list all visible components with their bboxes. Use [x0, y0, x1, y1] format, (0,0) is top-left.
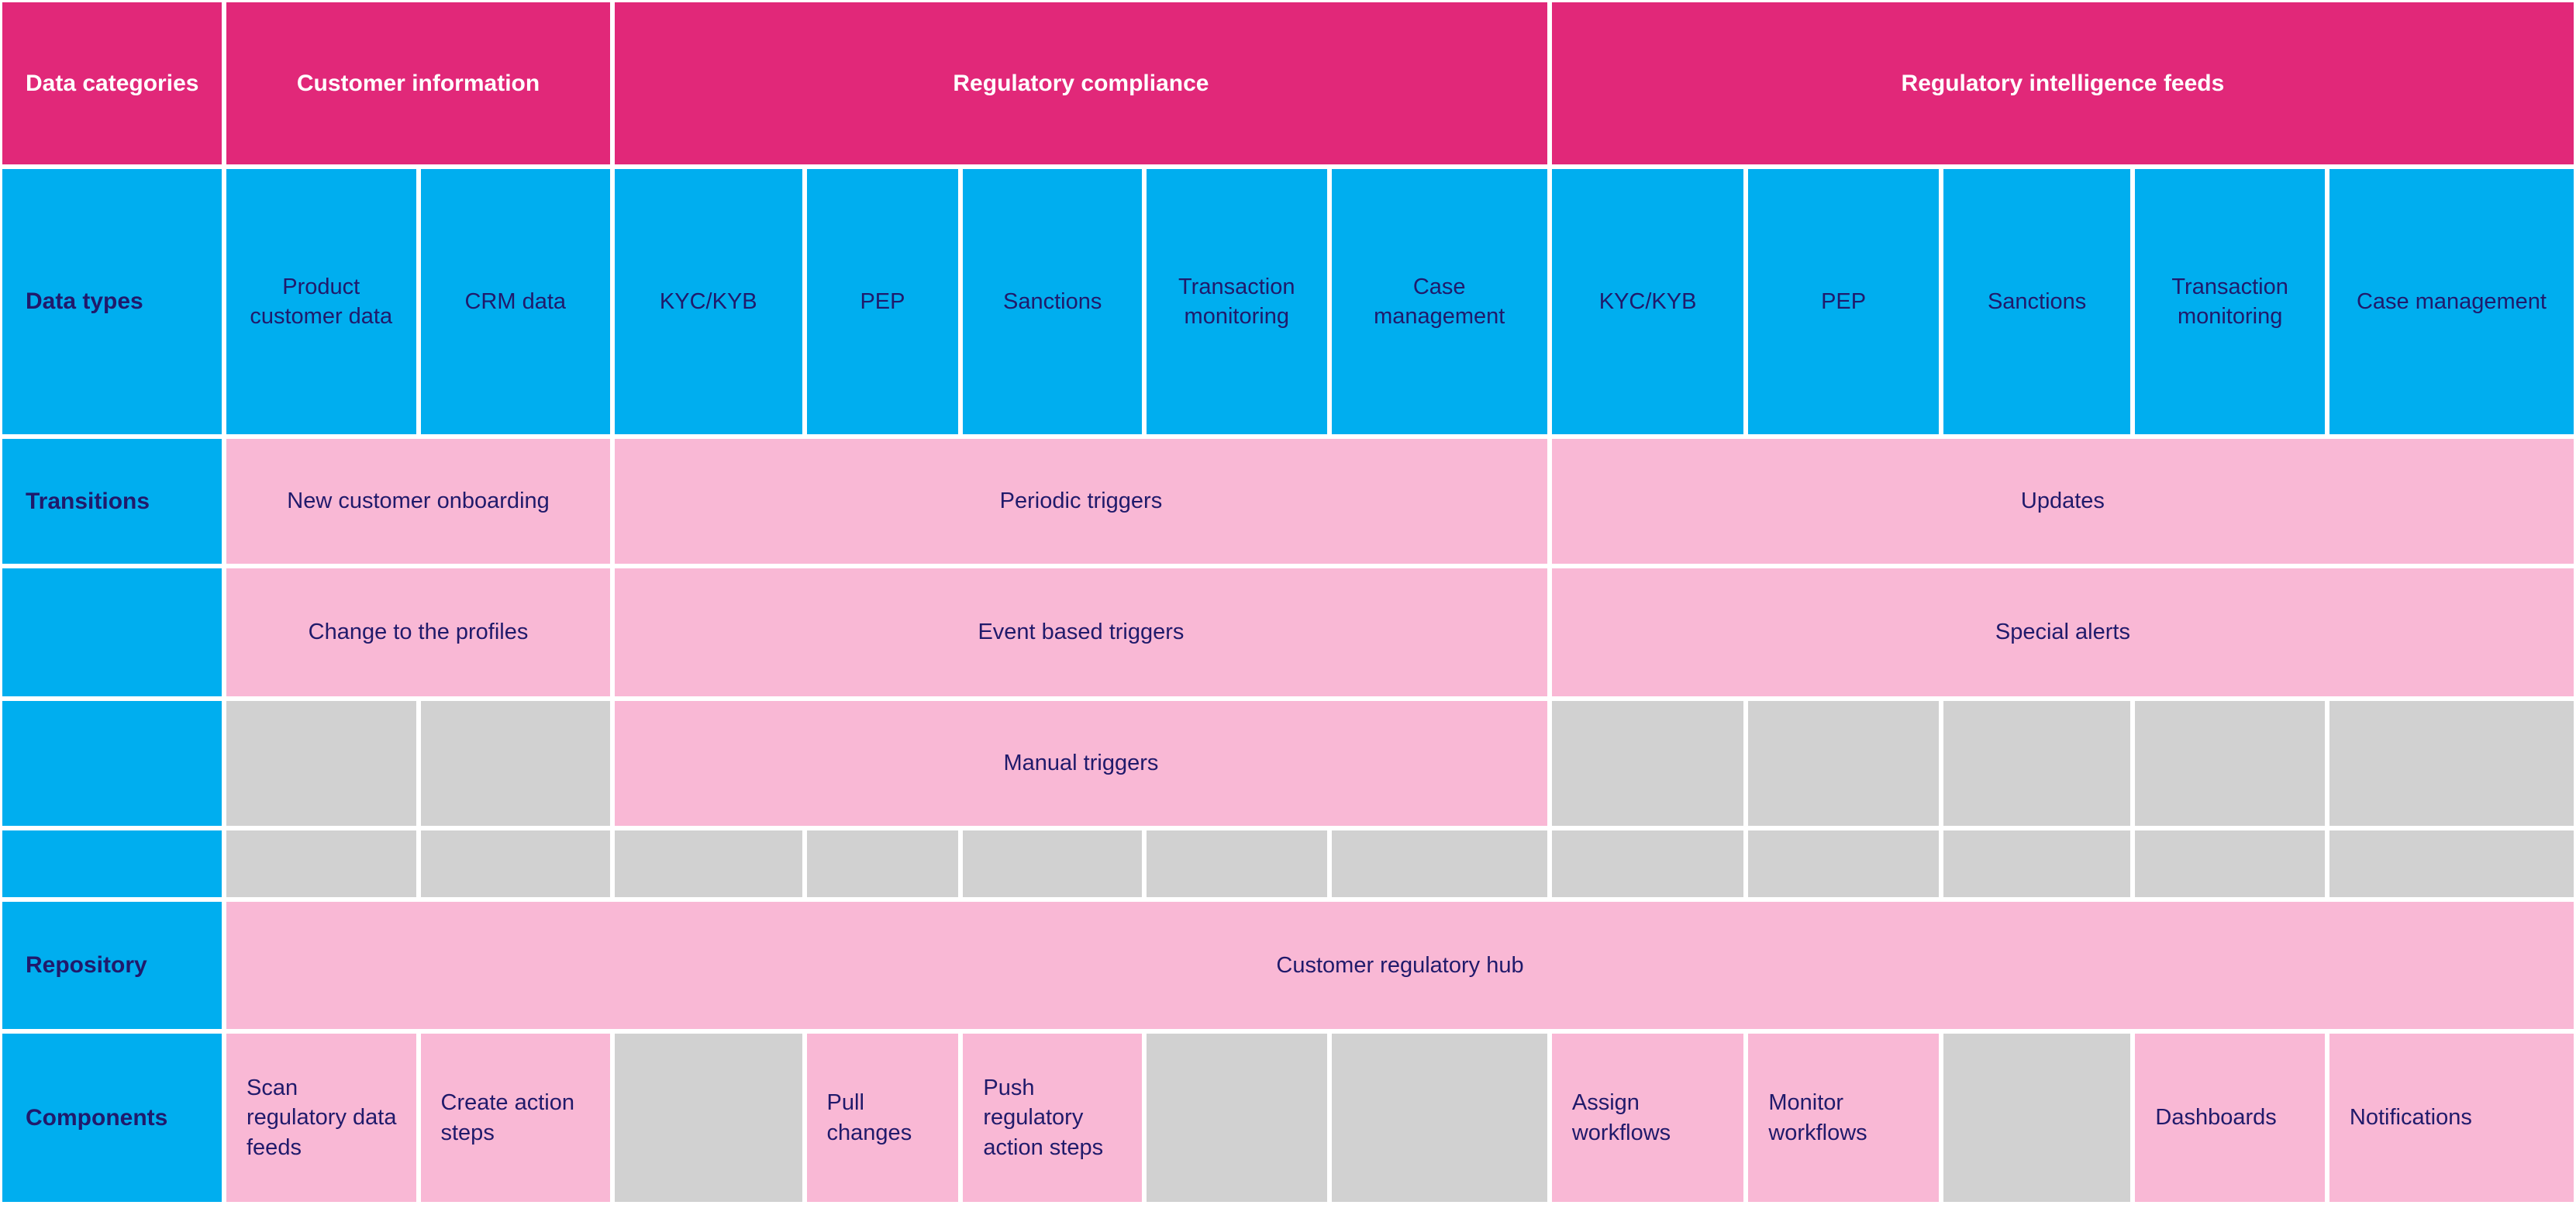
component-scan-regulatory-data-feeds-label: Scan regulatory data feeds [247, 1076, 397, 1160]
cell-empty [2135, 701, 2325, 826]
row-label-transitions-spacer [2, 568, 222, 696]
transition-change-to-the-profiles-label: Change to the profiles [308, 620, 529, 645]
component-pull-changes: Pull changes [806, 1034, 959, 1202]
cell-empty [1146, 830, 1327, 897]
data-type-kyc-kyb-label: KYC/KYB [659, 288, 757, 314]
row-label-transitions-label: Transitions [26, 488, 150, 514]
data-type-transaction-monitoring: Transaction monitoring [1146, 169, 1327, 434]
row-label-transitions-spacer [2, 701, 222, 826]
transition-event-based-triggers: Event based triggers [615, 568, 1547, 696]
data-type-case-management: Case management [2329, 169, 2574, 434]
data-type-sanctions: Sanctions [1943, 169, 2131, 434]
data-type-sanctions-label: Sanctions [1987, 288, 2087, 314]
cell-empty [1331, 830, 1547, 897]
component-pull-changes-label: Pull changes [826, 1090, 912, 1145]
cell-empty [1146, 1034, 1327, 1202]
data-type-sanctions: Sanctions [963, 169, 1142, 434]
group-header-regulatory-compliance: Regulatory compliance [615, 2, 1547, 164]
transition-new-customer-onboarding-label: New customer onboarding [287, 489, 550, 514]
transition-event-based-triggers-label: Event based triggers [978, 620, 1185, 645]
component-monitor-workflows-label: Monitor workflows [1768, 1090, 1867, 1145]
component-notifications: Notifications [2329, 1034, 2574, 1202]
row-label-data-types: Data types [2, 169, 222, 434]
component-push-regulatory-action-steps-label: Push regulatory action steps [983, 1076, 1104, 1160]
row-label-repository: Repository [2, 902, 222, 1029]
cell-empty [2329, 830, 2574, 897]
cell-empty [226, 830, 416, 897]
component-create-action-steps: Create action steps [420, 1034, 611, 1202]
component-scan-regulatory-data-feeds: Scan regulatory data feeds [226, 1034, 416, 1202]
cell-empty [615, 1034, 802, 1202]
cell-empty [806, 830, 959, 897]
cell-empty [1551, 701, 1744, 826]
component-monitor-workflows: Monitor workflows [1748, 1034, 1939, 1202]
transition-updates-label: Updates [2020, 489, 2105, 514]
component-create-action-steps-label: Create action steps [440, 1090, 575, 1145]
data-type-product-customer-data: Product customer data [226, 169, 416, 434]
transition-manual-triggers-label: Manual triggers [1003, 751, 1159, 776]
component-dashboards-label: Dashboards [2155, 1105, 2277, 1131]
cell-empty [615, 830, 802, 897]
group-header-regulatory-intelligence-feeds: Regulatory intelligence feeds [1551, 2, 2574, 164]
component-assign-workflows: Assign workflows [1551, 1034, 1744, 1202]
component-dashboards: Dashboards [2135, 1034, 2325, 1202]
cell-empty [226, 701, 416, 826]
cell-empty [420, 701, 611, 826]
row-label-transitions-spacer [2, 830, 222, 897]
transition-periodic-triggers-label: Periodic triggers [999, 489, 1163, 514]
group-header-regulatory-compliance-label: Regulatory compliance [953, 70, 1209, 96]
cell-empty [963, 830, 1142, 897]
cell-empty [1551, 830, 1744, 897]
transition-periodic-triggers: Periodic triggers [615, 439, 1547, 564]
component-notifications-label: Notifications [2349, 1105, 2472, 1131]
data-type-transaction-monitoring: Transaction monitoring [2135, 169, 2325, 434]
data-type-transaction-monitoring-label: Transaction monitoring [2171, 274, 2288, 329]
component-assign-workflows-label: Assign workflows [1571, 1090, 1671, 1145]
row-label-data-categories-label: Data categories [26, 70, 199, 96]
cell-empty [2135, 830, 2325, 897]
component-push-regulatory-action-steps: Push regulatory action steps [963, 1034, 1142, 1202]
data-type-crm-data-label: CRM data [464, 288, 567, 314]
transition-change-to-the-profiles: Change to the profiles [226, 568, 611, 696]
data-type-pep-label: PEP [1821, 288, 1867, 314]
data-type-crm-data: CRM data [420, 169, 611, 434]
transition-manual-triggers: Manual triggers [615, 701, 1547, 826]
data-type-transaction-monitoring-label: Transaction monitoring [1178, 274, 1295, 329]
data-type-pep-label: PEP [860, 288, 905, 314]
cell-empty [1943, 1034, 2131, 1202]
group-header-customer-information-label: Customer information [296, 70, 540, 96]
data-type-pep: PEP [806, 169, 959, 434]
row-label-data-categories: Data categories [2, 2, 222, 164]
row-label-components-label: Components [26, 1104, 168, 1131]
cell-empty [1748, 830, 1939, 897]
row-label-components: Components [2, 1034, 222, 1202]
transition-special-alerts-label: Special alerts [1995, 620, 2130, 645]
repository-customer-regulatory-hub-label: Customer regulatory hub [1276, 952, 1524, 978]
data-type-kyc-kyb: KYC/KYB [1551, 169, 1744, 434]
data-type-kyc-kyb-label: KYC/KYB [1598, 288, 1697, 314]
group-header-regulatory-intelligence-feeds-label: Regulatory intelligence feeds [1901, 70, 2225, 96]
data-type-case-management: Case management [1331, 169, 1547, 434]
group-header-customer-information: Customer information [226, 2, 611, 164]
row-label-data-types-label: Data types [26, 288, 143, 315]
cell-empty [420, 830, 611, 897]
data-type-pep: PEP [1748, 169, 1939, 434]
cell-empty [1943, 830, 2131, 897]
data-type-case-management-label: Case management [1374, 274, 1505, 329]
transition-special-alerts: Special alerts [1551, 568, 2574, 696]
row-label-transitions: Transitions [2, 439, 222, 564]
cell-empty [2329, 701, 2574, 826]
transition-updates: Updates [1551, 439, 2574, 564]
cell-empty [1748, 701, 1939, 826]
cell-empty [1331, 1034, 1547, 1202]
data-type-sanctions-label: Sanctions [1002, 288, 1102, 314]
cell-empty [1943, 701, 2131, 826]
repository-customer-regulatory-hub: Customer regulatory hub [226, 902, 2574, 1029]
data-type-product-customer-data-label: Product customer data [250, 274, 393, 329]
data-type-kyc-kyb: KYC/KYB [615, 169, 802, 434]
transition-new-customer-onboarding: New customer onboarding [226, 439, 611, 564]
data-type-case-management-label: Case management [2356, 288, 2547, 314]
row-label-repository-label: Repository [26, 952, 147, 979]
